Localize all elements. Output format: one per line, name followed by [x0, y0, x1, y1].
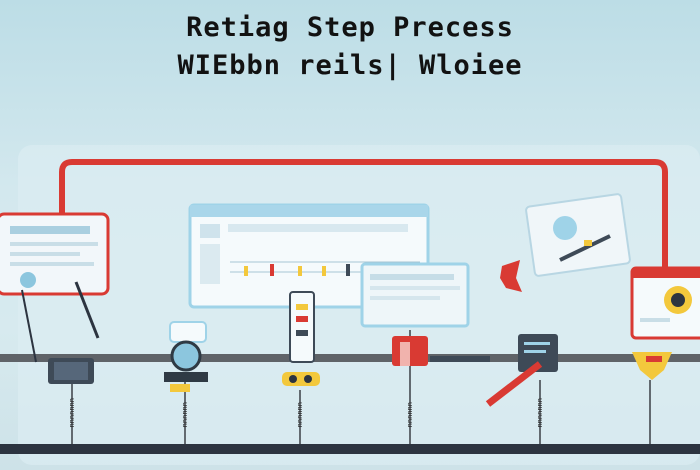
magnifier-icon	[164, 321, 208, 392]
step-label-2: uuuuuu	[181, 402, 189, 428]
diagram-title: Retiag Step Precess	[186, 12, 514, 43]
dashboard-window	[188, 203, 430, 309]
step-label-4: uuuuuu	[406, 402, 414, 428]
pen-icon	[74, 281, 100, 339]
step-label-1: uuuuuuu	[68, 398, 76, 428]
lock-icon	[392, 336, 490, 366]
puzzle-icon	[500, 260, 522, 292]
diagram-subtitle: WIEbbn reils| Wloiee	[177, 50, 523, 81]
monitor-icon	[48, 358, 94, 384]
step-label-5: uuuuuuu	[536, 398, 544, 428]
step-label-3: uuuuuu	[296, 402, 304, 428]
tools-card	[525, 193, 631, 277]
phone-icon	[282, 291, 320, 386]
eye-card	[630, 266, 700, 340]
timeline-baseline	[0, 354, 700, 362]
process-loop-line	[59, 159, 668, 270]
timeline-bottom-bar	[0, 444, 700, 454]
left-panel-card	[0, 212, 110, 296]
overlay-panel	[360, 262, 470, 328]
wrench-icon	[485, 334, 558, 407]
